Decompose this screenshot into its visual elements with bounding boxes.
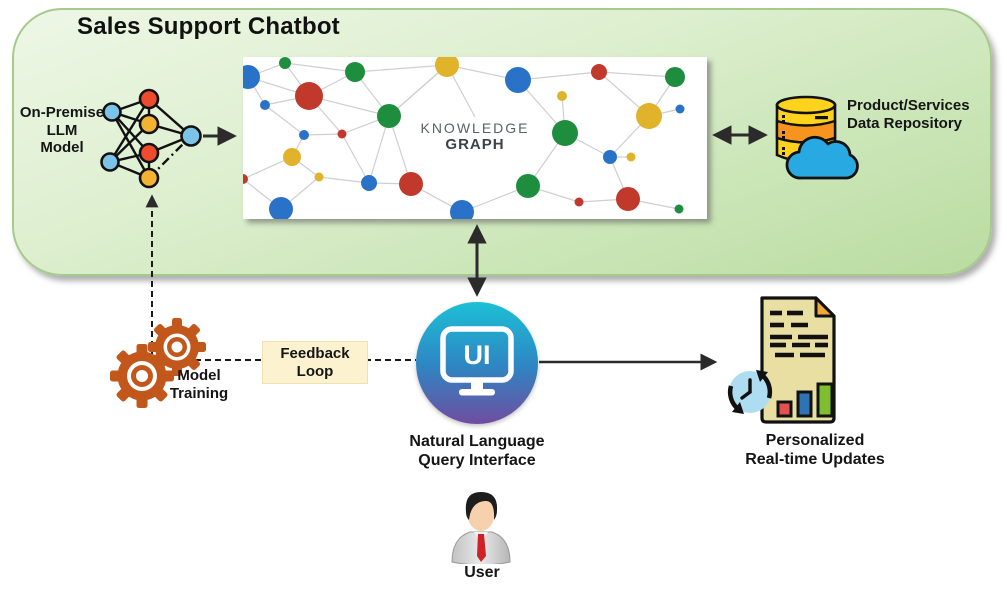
- feedback-label-line2: Loop: [296, 362, 334, 380]
- model-training-label: Model Training: [154, 367, 244, 402]
- knowledge-graph-illustration: [243, 57, 685, 219]
- monitor-glyph: UI: [440, 326, 514, 396]
- updates-label-line2: Real-time Updates: [745, 450, 885, 468]
- neural-network-icon: [100, 88, 202, 189]
- updates-label-line1: Personalized: [765, 432, 865, 449]
- kg-word-graph: GRAPH: [445, 136, 505, 153]
- llm-label-line1: On-Premise: [19, 104, 105, 121]
- training-label-line1: Model: [177, 367, 221, 384]
- report-refresh-icon: [727, 296, 836, 424]
- repository-label: Product/Services Data Repository: [847, 97, 997, 132]
- ui-icon-text: UI: [464, 340, 491, 370]
- ui-monitor-icon: UI: [416, 302, 538, 424]
- repository-label-line2: Data Repository: [847, 114, 963, 132]
- user-label: User: [464, 564, 500, 581]
- page-title: Sales Support Chatbot: [77, 13, 340, 40]
- llm-label-line3: Model: [40, 139, 84, 157]
- person-icon: [451, 492, 511, 564]
- database-cloud-icon: [775, 95, 859, 180]
- feedback-label-line1: Feedback: [280, 344, 350, 362]
- llm-label-line2: LLM: [46, 121, 78, 139]
- nlqi-label-line2: Query Interface: [418, 451, 536, 469]
- training-label-line2: Training: [169, 384, 229, 402]
- nlqi-label-line1: Natural Language: [409, 433, 545, 450]
- query-interface-label: Natural Language Query Interface: [392, 433, 562, 471]
- feedback-loop-box: Feedback Loop: [262, 341, 368, 384]
- repository-label-line1: Product/Services: [847, 97, 970, 114]
- knowledge-graph-panel: KNOWLEDGE GRAPH: [243, 57, 707, 219]
- updates-label: Personalized Real-time Updates: [722, 432, 908, 470]
- kg-word-knowledge: KNOWLEDGE: [420, 120, 530, 136]
- llm-model-label: On-Premise LLM Model: [14, 104, 110, 157]
- knowledge-graph-title: KNOWLEDGE GRAPH: [243, 120, 707, 153]
